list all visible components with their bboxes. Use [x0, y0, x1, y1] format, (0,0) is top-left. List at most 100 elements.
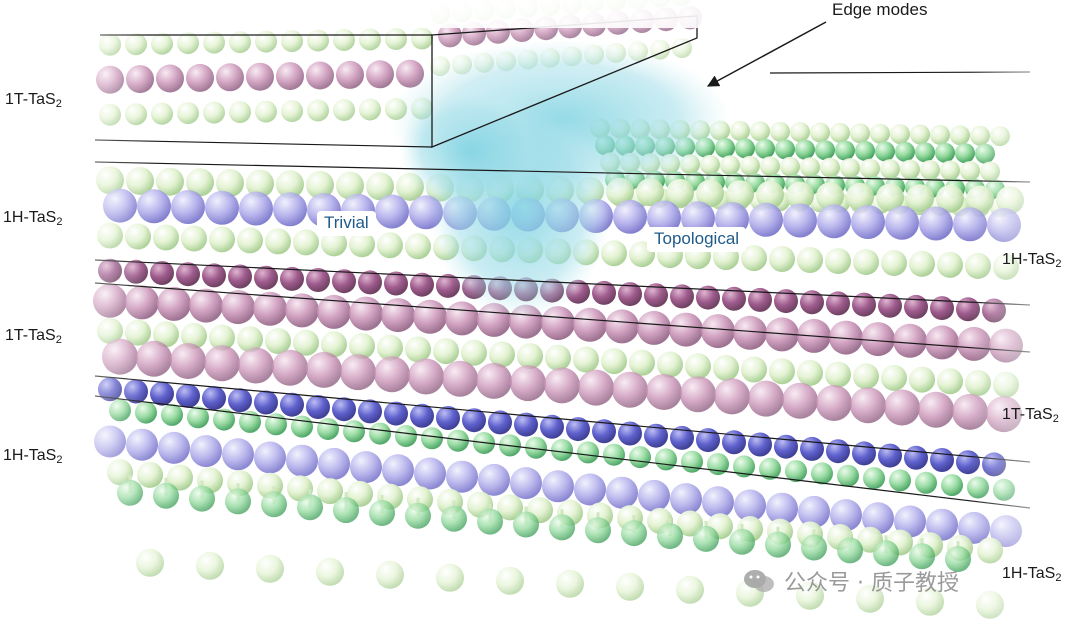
layer-label-right-1: 1H-TaS2: [1002, 251, 1062, 270]
atom: [782, 382, 818, 419]
atom: [790, 122, 810, 143]
atom: [190, 435, 222, 468]
atom: [825, 361, 851, 388]
atom: [239, 410, 261, 433]
atom: [261, 491, 287, 518]
atom: [937, 251, 963, 278]
atom: [890, 124, 910, 145]
atom: [817, 204, 851, 239]
atom: [853, 363, 879, 390]
atom: [850, 123, 870, 144]
atom: [669, 312, 703, 347]
atom: [225, 488, 251, 515]
atom: [156, 64, 184, 93]
atom: [666, 178, 694, 207]
atom: [186, 168, 214, 197]
atom: [851, 205, 885, 239]
atom: [670, 425, 694, 450]
atom: [254, 390, 278, 415]
atom: [239, 191, 273, 226]
atom: [696, 179, 724, 208]
layer-label-left-1: 1T-TaS2: [5, 91, 62, 110]
atom: [517, 343, 543, 370]
atom: [461, 339, 487, 366]
atom: [638, 479, 670, 512]
atom: [696, 285, 720, 310]
atom: [316, 557, 344, 586]
atom: [433, 338, 459, 365]
atom: [153, 482, 179, 509]
atom: [541, 306, 575, 341]
atom: [549, 514, 575, 541]
atom: [840, 158, 860, 179]
atom: [786, 181, 814, 210]
atom: [333, 497, 359, 524]
atom: [810, 122, 830, 143]
atom: [852, 441, 876, 466]
atom: [850, 387, 886, 424]
atom: [366, 172, 394, 201]
atom: [765, 317, 799, 352]
atom: [918, 391, 954, 428]
atom: [228, 388, 252, 413]
atom: [741, 356, 767, 383]
atom: [940, 160, 960, 181]
atom: [446, 460, 478, 493]
atom: [358, 270, 382, 295]
atom: [601, 348, 627, 375]
atom: [909, 366, 935, 393]
atom: [701, 314, 735, 349]
atom: [798, 495, 830, 528]
atom: [177, 102, 199, 125]
atom: [265, 328, 291, 354]
atom: [382, 454, 414, 487]
atom: [749, 202, 783, 237]
atom: [150, 261, 174, 285]
atom: [222, 438, 254, 471]
atom: [783, 203, 817, 238]
atom: [894, 505, 926, 538]
atom: [612, 371, 648, 408]
atom: [870, 123, 890, 144]
atom: [919, 206, 953, 241]
atom: [748, 287, 772, 312]
atom: [680, 376, 716, 413]
atom: [349, 231, 375, 258]
topological-tag: Topological: [647, 227, 747, 252]
atom: [613, 199, 647, 234]
atom: [293, 229, 319, 256]
atom: [726, 180, 754, 209]
atom: [820, 157, 840, 178]
atom: [601, 240, 627, 267]
atom: [256, 554, 284, 583]
atom: [606, 476, 638, 509]
atom: [513, 511, 539, 538]
atom: [556, 569, 584, 598]
atom: [176, 383, 200, 408]
atom: [237, 227, 263, 254]
atom: [332, 397, 356, 422]
atom: [800, 290, 824, 315]
atom: [756, 180, 784, 209]
atom: [321, 331, 347, 358]
atom: [909, 543, 935, 570]
atom: [755, 138, 775, 159]
atom: [829, 320, 863, 355]
atom: [405, 233, 431, 260]
atom: [462, 408, 486, 433]
atom: [915, 471, 937, 494]
atom: [153, 321, 179, 348]
atom: [741, 245, 767, 272]
atom: [657, 351, 683, 378]
atom: [837, 464, 859, 487]
atom: [156, 167, 184, 196]
atom: [255, 100, 277, 123]
atom: [411, 27, 433, 50]
atom: [618, 282, 642, 307]
layer-label-left-4: 1H-TaS2: [3, 447, 63, 466]
atom: [592, 419, 616, 444]
atom: [204, 345, 240, 382]
atom: [216, 169, 244, 197]
atom: [336, 171, 364, 200]
atom: [307, 29, 329, 52]
